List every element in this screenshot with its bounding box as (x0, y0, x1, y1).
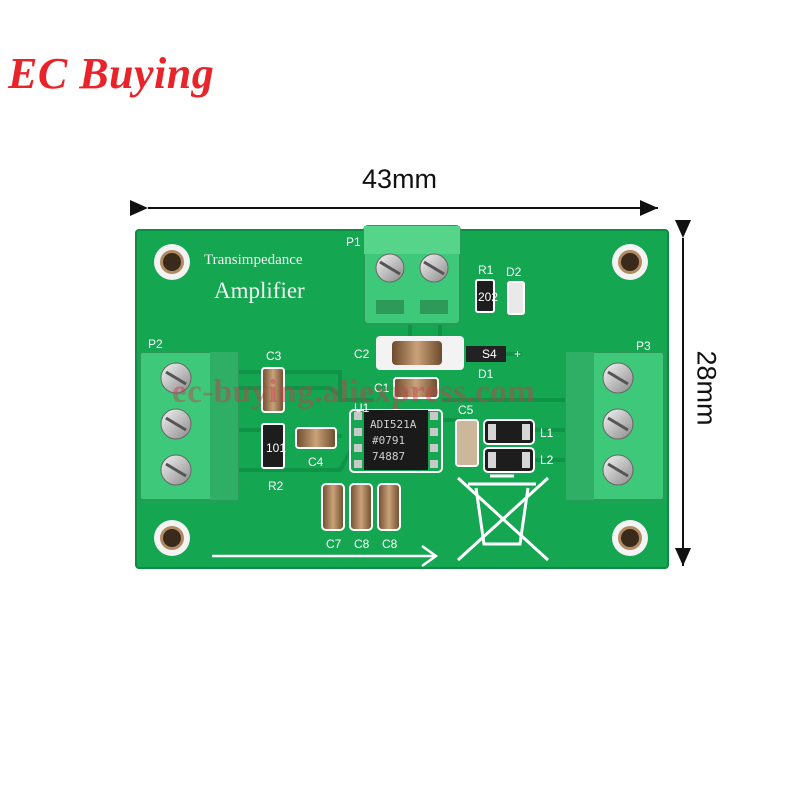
capacitor-c7 (321, 483, 345, 531)
r2-marking: 101 (266, 441, 286, 455)
capacitor-c1 (393, 377, 439, 399)
chip-marking-line2: #0791 (372, 434, 405, 447)
d1-marking: S4 (482, 347, 497, 361)
mounting-hole-top-right (612, 244, 648, 280)
brand-logo: EC Buying (8, 49, 215, 98)
mounting-hole-bottom-right (612, 520, 648, 556)
label-p3: P3 (636, 339, 651, 353)
capacitor-c8b (377, 483, 401, 531)
watermark-text: ec-buying.aliexpress.com (172, 374, 536, 410)
label-c5: C5 (458, 403, 474, 417)
label-l1: L1 (540, 426, 554, 440)
label-c3: C3 (266, 349, 282, 363)
label-c2: C2 (354, 347, 370, 361)
r1-marking: 202 (478, 290, 498, 304)
chip-marking-line1: ADI521A (370, 418, 417, 431)
resistor-r2 (261, 423, 285, 469)
terminal-block-p2 (139, 351, 239, 501)
terminal-block-p3 (565, 351, 665, 501)
label-c1: C1 (374, 381, 390, 395)
label-r2: R2 (268, 479, 284, 493)
capacitor-c8a (349, 483, 373, 531)
diode-d2 (507, 281, 525, 315)
capacitor-c5 (455, 419, 479, 467)
board-title-line1: Transimpedance (204, 252, 303, 268)
diode-d1 (466, 346, 506, 362)
silkscreen-arrow (212, 544, 439, 568)
label-c8a: C8 (354, 537, 370, 551)
terminal-block-p1 (363, 225, 461, 325)
label-c7: C7 (326, 537, 342, 551)
label-l2: L2 (540, 453, 554, 467)
label-c4: C4 (308, 455, 324, 469)
inductor-l1 (483, 419, 535, 445)
inductor-l2 (483, 447, 535, 473)
board-title-line2: Amplifier (214, 278, 305, 303)
capacitor-c4 (295, 427, 337, 449)
mounting-hole-top-left (154, 244, 190, 280)
label-d2: D2 (506, 265, 522, 279)
width-dimension-label: 43mm (362, 164, 438, 194)
mounting-hole-bottom-left (154, 520, 190, 556)
label-u1: U1 (354, 401, 370, 415)
label-p2: P2 (148, 337, 163, 351)
chip-marking-line3: 74887 (372, 450, 405, 463)
capacitor-c3 (261, 367, 285, 413)
label-r1: R1 (478, 263, 494, 277)
label-p1: P1 (346, 235, 361, 249)
resistor-r1 (475, 279, 495, 313)
op-amp-chip-u1 (349, 409, 443, 473)
recycle-bin-icon (456, 474, 550, 562)
label-d1: D1 (478, 367, 494, 381)
label-c8b: C8 (382, 537, 398, 551)
d1-polarity-mark: + (514, 347, 521, 361)
